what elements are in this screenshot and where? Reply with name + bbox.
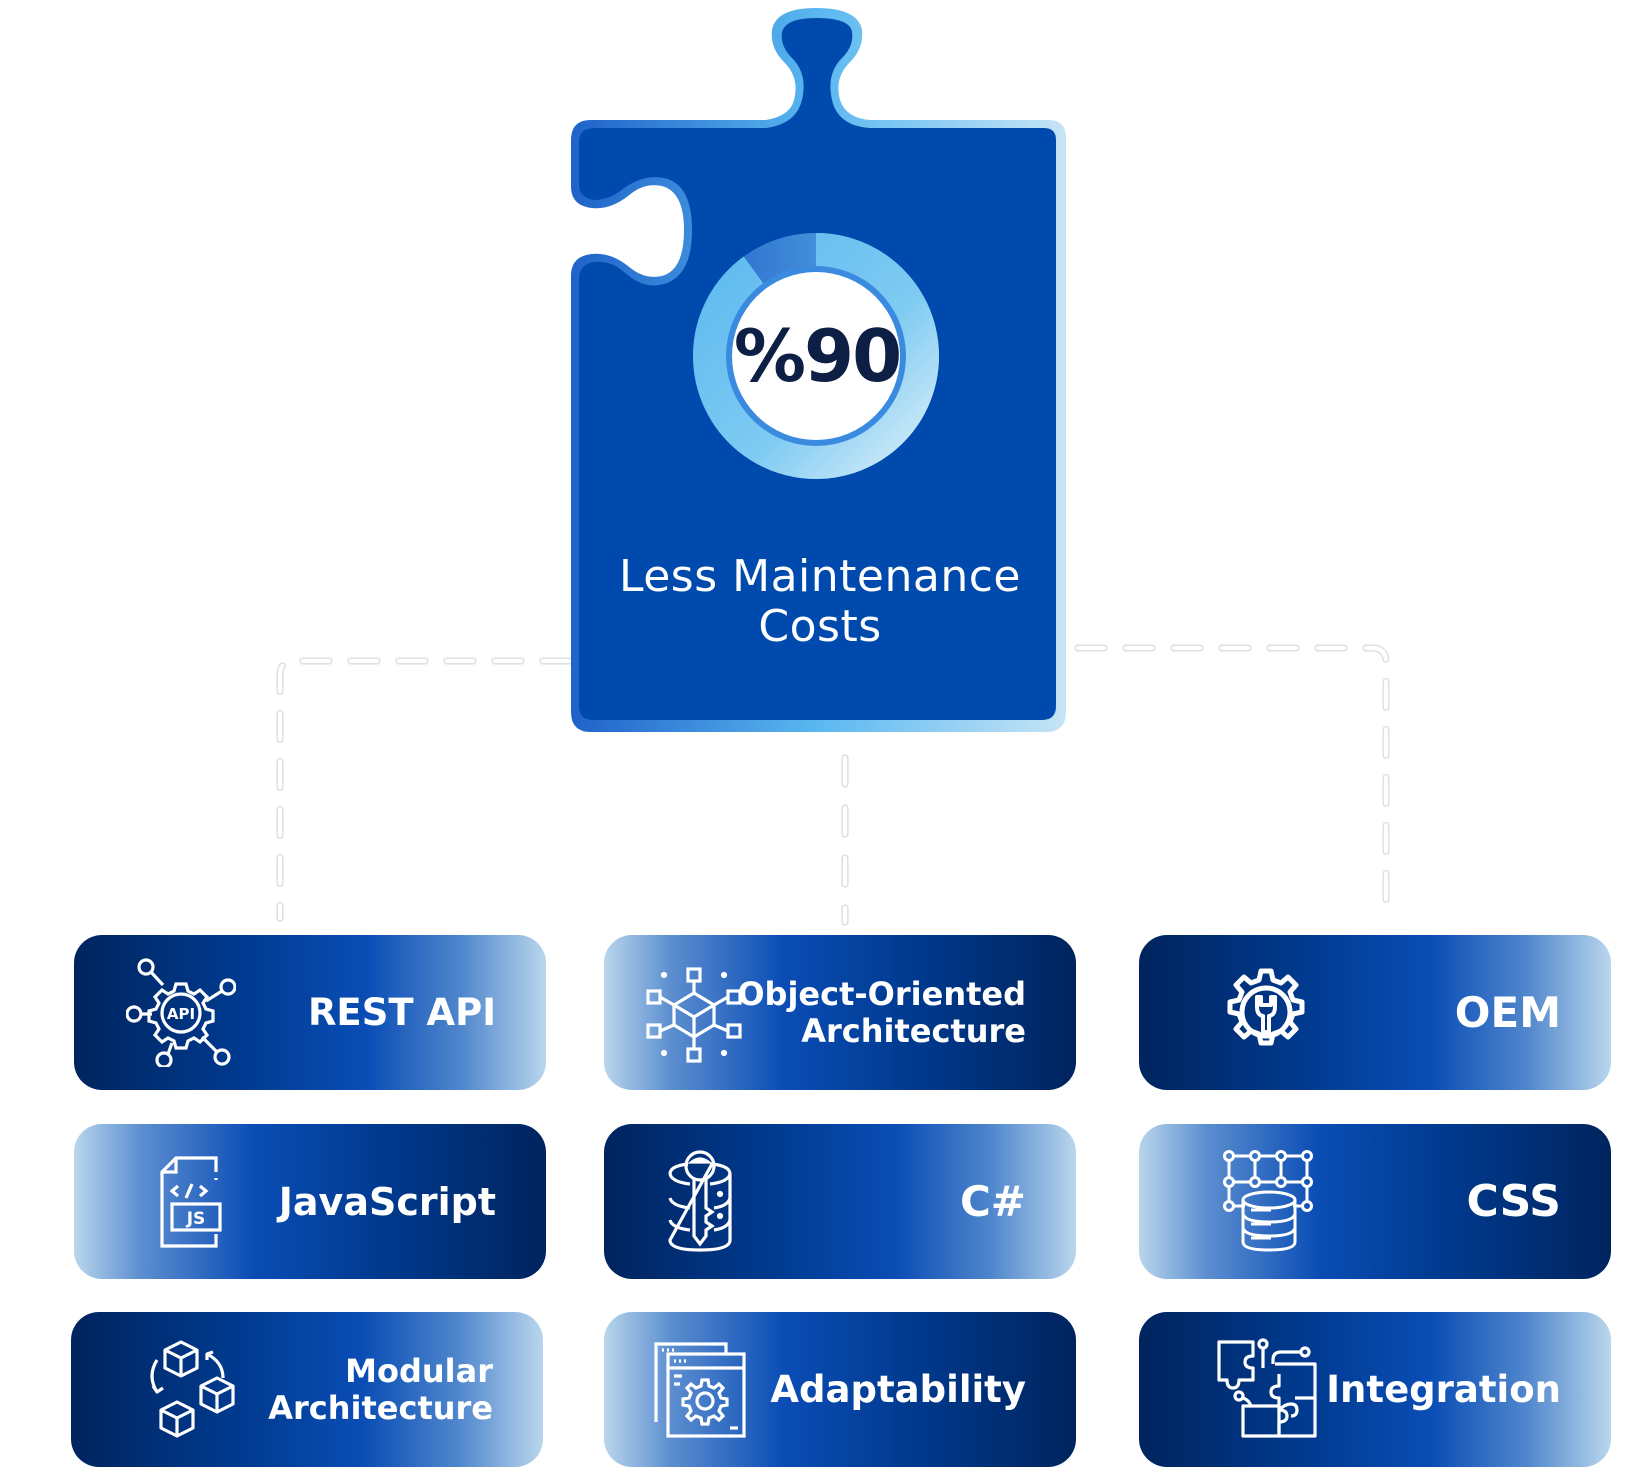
js-file-icon: JS bbox=[156, 1152, 236, 1252]
progress-ring-center bbox=[732, 272, 900, 440]
cubes-cycle-icon bbox=[145, 1338, 243, 1442]
hero-label-line1: Less Maintenance bbox=[618, 551, 1021, 602]
card-rest-api: API REST API bbox=[74, 935, 546, 1090]
card-label-line: Integration bbox=[1326, 1367, 1561, 1411]
card-oem: OEM bbox=[1139, 935, 1611, 1090]
card-adaptability: Adaptability bbox=[604, 1312, 1076, 1467]
svg-text:JS: JS bbox=[186, 1209, 206, 1229]
card-label-line: OEM bbox=[1454, 987, 1561, 1037]
card-label-line: JavaScript bbox=[278, 1179, 496, 1224]
card-label: CSS bbox=[1466, 1175, 1561, 1227]
card-label: Adaptability bbox=[770, 1367, 1026, 1411]
card-label-line: CSS bbox=[1466, 1175, 1561, 1227]
card-integration: Integration bbox=[1139, 1312, 1611, 1467]
card-object-oriented-architecture: Object-Oriented Architecture bbox=[604, 935, 1076, 1090]
card-modular-architecture: Modular Architecture bbox=[71, 1312, 543, 1467]
card-label: JavaScript bbox=[279, 1182, 496, 1222]
card-label: C# bbox=[959, 1176, 1026, 1226]
hero-puzzle-piece: %90 Less Maintenance Costs bbox=[571, 8, 1066, 732]
cube-network-icon bbox=[644, 963, 744, 1063]
card-label-line: Modular bbox=[345, 1351, 493, 1390]
card-csharp: C# bbox=[604, 1124, 1076, 1279]
gear-wrench-icon bbox=[1221, 967, 1311, 1057]
card-label-line: Object-Oriented bbox=[737, 974, 1026, 1013]
card-label: Modular Architecture bbox=[268, 1351, 493, 1427]
card-label-line: Architecture bbox=[268, 1388, 493, 1427]
api-gear-icon: API bbox=[125, 957, 237, 1069]
card-label: Object-Oriented Architecture bbox=[737, 974, 1026, 1050]
database-key-icon bbox=[660, 1146, 740, 1256]
card-label-line: Architecture bbox=[801, 1011, 1026, 1050]
card-label-line: C# bbox=[959, 1176, 1026, 1226]
hero-percentage-value: %90 bbox=[733, 314, 902, 398]
card-label: Integration bbox=[1326, 1367, 1561, 1411]
card-css: CSS bbox=[1139, 1124, 1611, 1279]
svg-text:API: API bbox=[167, 1005, 195, 1023]
card-label-line: REST API bbox=[307, 990, 496, 1034]
card-javascript: JS JavaScript bbox=[74, 1124, 546, 1279]
card-label: REST API bbox=[307, 990, 496, 1034]
hero-label-line2: Costs bbox=[758, 601, 882, 652]
card-label: OEM bbox=[1454, 987, 1561, 1037]
puzzle-piece-shape bbox=[571, 8, 1066, 732]
progress-ring-arc bbox=[693, 233, 939, 479]
window-gear-icon bbox=[646, 1340, 746, 1440]
hero-label: Less Maintenance Costs bbox=[580, 552, 1060, 652]
card-label-line: Adaptability bbox=[770, 1367, 1026, 1411]
database-grid-icon bbox=[1221, 1148, 1317, 1254]
puzzle-circuit-icon bbox=[1215, 1338, 1319, 1442]
